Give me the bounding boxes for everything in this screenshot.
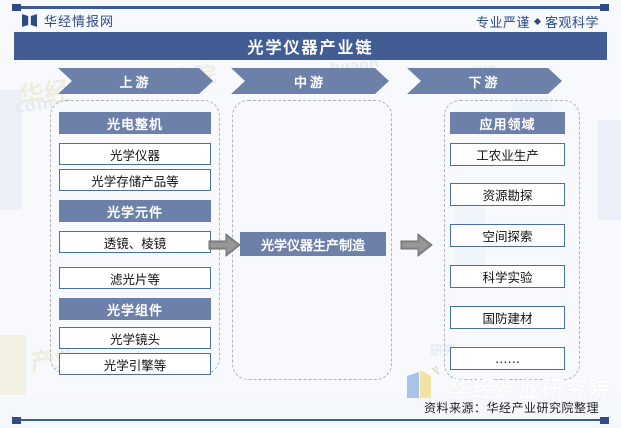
upstream-item-2-1: 光学引擎等 bbox=[59, 353, 211, 375]
downstream-item-3: 科学实验 bbox=[450, 265, 565, 288]
stage-banner-row: 上游 中游 下游 bbox=[0, 68, 621, 94]
stage-upstream: 上游 bbox=[58, 68, 213, 94]
downstream-item-2: 空间探索 bbox=[450, 224, 565, 247]
diamond-dot-icon bbox=[533, 17, 542, 26]
downstream-item-5: …… bbox=[450, 347, 565, 370]
tagline: 专业严谨 客观科学 bbox=[476, 12, 599, 31]
stage-upstream-label: 上游 bbox=[119, 75, 152, 91]
watermark-fragment: .com bbox=[6, 92, 56, 120]
bowtie-logo-icon bbox=[22, 14, 37, 27]
upstream-item-2-0: 光学镜头 bbox=[59, 327, 211, 349]
top-divider-rule bbox=[12, 4, 609, 11]
upstream-group-header-1: 光学元件 bbox=[59, 200, 211, 222]
watermark-block bbox=[598, 120, 621, 220]
watermark-block bbox=[0, 335, 26, 395]
bottom-divider-rule bbox=[12, 416, 609, 424]
upstream-item-1-1: 滤光片等 bbox=[59, 267, 211, 289]
stage-midstream-label: 中游 bbox=[293, 75, 326, 91]
chart-title-bar: 光学仪器产业链 bbox=[14, 32, 607, 60]
upstream-group-header-2: 光学组件 bbox=[59, 298, 211, 320]
right-arrow-icon bbox=[208, 232, 241, 258]
source-note: 资料来源：华经产业研究院整理 bbox=[423, 401, 599, 415]
stage-downstream-label: 下游 bbox=[468, 75, 501, 91]
downstream-header: 应用领域 bbox=[450, 112, 565, 134]
stage-midstream: 中游 bbox=[231, 68, 389, 94]
upstream-group-header-0: 光电整机 bbox=[59, 112, 211, 134]
page-title: 光学仪器产业链 bbox=[247, 38, 374, 57]
right-arrow-icon bbox=[400, 232, 433, 258]
upstream-item-0-1: 光学存储产品等 bbox=[59, 169, 211, 191]
stage-downstream: 下游 bbox=[407, 68, 562, 94]
tagline-left: 专业严谨 bbox=[475, 16, 530, 31]
downstream-item-1: 资源勘探 bbox=[450, 183, 565, 206]
upstream-item-1-0: 透镜、棱镜 bbox=[59, 231, 211, 253]
brand-name: 华经情报网 bbox=[44, 15, 115, 30]
watermark-block bbox=[0, 90, 22, 210]
watermark-logo-icon bbox=[407, 366, 440, 398]
midstream-box: 光学仪器生产制造 bbox=[240, 232, 386, 256]
upstream-item-0-0: 光学仪器 bbox=[59, 143, 211, 165]
tagline-right: 客观科学 bbox=[544, 16, 599, 31]
footer-band bbox=[0, 398, 621, 428]
brand: 华经情报网 bbox=[22, 11, 114, 30]
downstream-item-4: 国防建材 bbox=[450, 306, 565, 329]
brand-row: 华经情报网 专业严谨 客观科学 bbox=[0, 10, 621, 33]
downstream-item-0: 工农业生产 bbox=[450, 143, 565, 166]
